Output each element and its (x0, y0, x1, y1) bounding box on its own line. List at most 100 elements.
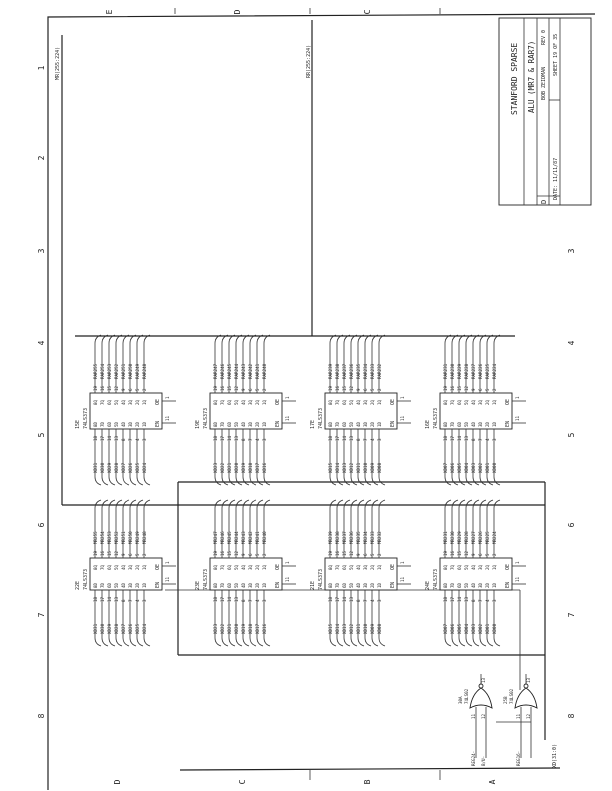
input-signal-label: XD21 (227, 462, 232, 473)
chip-refdes: 15E (75, 420, 81, 429)
chip-body (439, 392, 513, 430)
bus-entry (122, 476, 130, 486)
pin-name-q: 4Q (241, 564, 246, 570)
output-signal-label: RAR232 (377, 363, 382, 379)
pin-name-d: 2D (255, 582, 260, 588)
bus-entry (136, 499, 144, 509)
pin-name-q: 6Q (227, 564, 232, 570)
bus-entry (115, 499, 123, 509)
pin-name-q: 3Q (363, 564, 368, 570)
bus-entry (371, 637, 379, 647)
bus-entry (458, 476, 466, 486)
pin-number: 12 (114, 385, 119, 391)
input-signal-label: XD09 (370, 623, 375, 634)
grid-number-left: 3 (37, 248, 46, 253)
bus-entry (101, 334, 109, 344)
chip-refdes: 17E (310, 420, 316, 429)
grid-number-right: 7 (567, 612, 576, 617)
bus-entry (94, 499, 102, 509)
output-signal-label: MR241 (255, 531, 260, 544)
pin-number: 16 (100, 550, 105, 556)
pin-number: 4 (135, 438, 140, 441)
bus-entry (235, 334, 243, 344)
pin-name-d: 7D (335, 582, 340, 588)
input-signal-label: XD02 (478, 623, 483, 634)
bus-entry (444, 637, 452, 647)
pin-name-en: EN (155, 421, 161, 427)
output-signal-label: MR244 (234, 531, 239, 544)
bus-entry (486, 334, 494, 344)
pin-name-q: 3Q (128, 399, 133, 405)
pin-number: 9 (241, 388, 246, 391)
bus-entry (263, 499, 271, 509)
pin-name-q: 1Q (142, 564, 147, 570)
bus-entry (479, 334, 487, 344)
pin-name-d: 2D (255, 421, 260, 427)
output-signal-label: RAR226 (478, 363, 483, 379)
input-signal-label: XD17 (255, 623, 260, 634)
input-signal-label: XD07 (443, 623, 448, 634)
pin-name-q: 8Q (443, 399, 448, 405)
input-signal-label: XD08 (377, 623, 382, 634)
pin-name-q: 3Q (248, 399, 253, 405)
pin-name-d: 4D (471, 421, 476, 427)
pin-number: 18 (328, 435, 333, 441)
input-signal-label: XD13 (342, 462, 347, 473)
pin-name-q: 8Q (328, 564, 333, 570)
bus-entry (129, 499, 137, 509)
pin-number: 6 (128, 388, 133, 391)
bus-entry (221, 499, 229, 509)
pin-name-d: 6D (107, 421, 112, 427)
bus-entry (108, 637, 116, 647)
pin-name-en: EN (275, 582, 281, 588)
bus-entry (242, 476, 250, 486)
pin-number: 11 (471, 713, 476, 719)
pin-number: 19 (93, 550, 98, 556)
pin-number: 4 (255, 599, 260, 602)
pin-name-d: 4D (241, 421, 246, 427)
input-signal-label: XD26 (128, 623, 133, 634)
bus-entry (343, 476, 351, 486)
grid-letter-bottom: D (113, 779, 122, 784)
output-signal-label: RAR237 (342, 363, 347, 379)
output-signal-label: MR231 (443, 531, 448, 544)
bus-entry (458, 334, 466, 344)
pin-number: 11 (400, 415, 405, 421)
bus-entry (214, 476, 222, 486)
pin-number: 17 (450, 435, 455, 441)
pin-number: 12 (234, 550, 239, 556)
input-signal-label: XD06 (450, 623, 455, 634)
input-signal-label: XD29 (107, 623, 112, 634)
pin-number: 4 (485, 599, 490, 602)
pin-name-q: 7Q (100, 564, 105, 570)
pin-number: 1 (515, 396, 520, 399)
output-signal-label: RAR242 (248, 363, 253, 379)
bus-entry (242, 499, 250, 509)
bus-entry (444, 499, 452, 509)
grid-letter-top: D (233, 9, 242, 14)
pin-name-q: 6Q (457, 564, 462, 570)
input-signal-label: XD31 (93, 623, 98, 634)
pin-number: 13 (114, 435, 119, 441)
pin-number: 1 (165, 396, 170, 399)
chip-type: 74LS373 (83, 408, 89, 429)
pin-name-en: EN (275, 421, 281, 427)
bus-entry (115, 476, 123, 486)
bus-entry (350, 499, 358, 509)
output-signal-label: RAR249 (135, 363, 140, 379)
bus-entry (465, 334, 473, 344)
pin-number: 15 (227, 550, 232, 556)
grid-number-left: 1 (37, 65, 46, 70)
rr-bus-label: RR(255:224) (306, 45, 312, 78)
bus-entry (214, 499, 222, 509)
bus-entry (249, 637, 257, 647)
grid-letter-top: E (105, 9, 114, 14)
pin-name-d: 4D (121, 421, 126, 427)
output-signal-label: MR224 (492, 531, 497, 544)
